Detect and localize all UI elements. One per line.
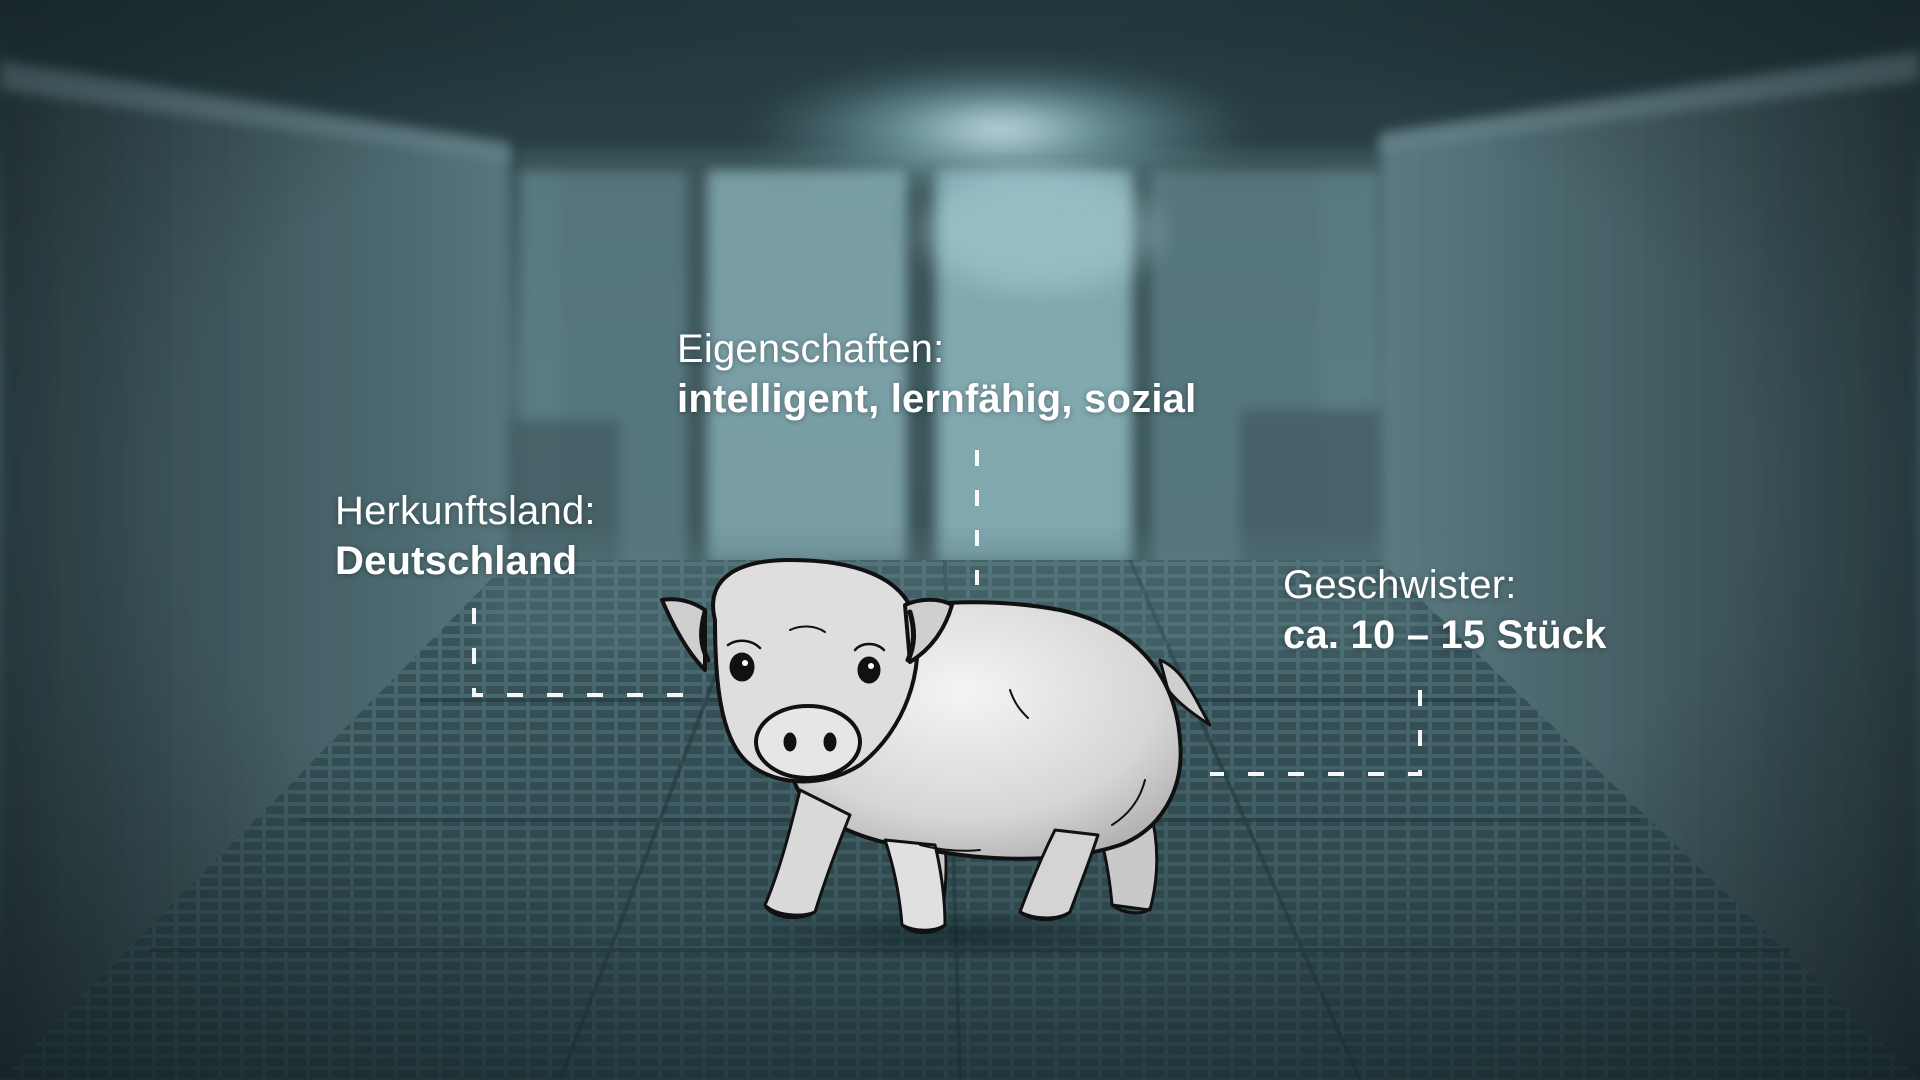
label-siblings: Geschwister: ca. 10 – 15 Stück [1283, 560, 1607, 660]
label-siblings-value: ca. 10 – 15 Stück [1283, 613, 1607, 657]
connector-origin [472, 608, 690, 697]
label-origin: Herkunftsland: Deutschland [335, 486, 596, 586]
label-siblings-caption: Geschwister: [1283, 563, 1517, 607]
connector-siblings [1210, 690, 1422, 776]
label-traits: Eigenschaften: intelligent, lernfähig, s… [677, 324, 1196, 424]
pig-illustration [660, 558, 1220, 963]
label-origin-caption: Herkunftsland: [335, 489, 596, 533]
label-origin-value: Deutschland [335, 539, 578, 583]
label-traits-caption: Eigenschaften: [677, 327, 945, 371]
label-traits-value: intelligent, lernfähig, sozial [677, 377, 1197, 421]
connector-lines [472, 450, 1422, 776]
